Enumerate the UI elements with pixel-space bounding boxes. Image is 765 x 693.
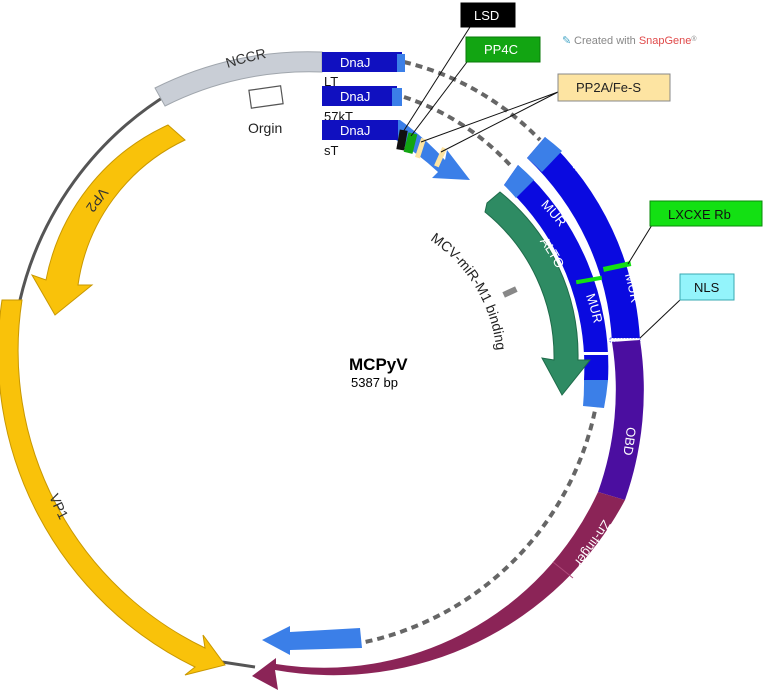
dnaj-st [322,120,398,140]
mur-lt-outer [527,137,640,342]
bottom-blue-arrow [262,626,362,655]
zn-divider [552,561,574,579]
mirna-label: MCV-miR-M1 binding [428,229,509,351]
mur-57kt-white-mark [582,352,608,355]
pp2a-mark-2 [434,147,447,168]
origin-label: Orgin [248,120,282,136]
pp4c-label: PP4C [484,42,518,57]
mur-57kt-start [504,165,534,198]
mur-57kt-end [583,380,608,408]
dnaj-lt-tail [397,54,405,72]
lt-label: LT [324,74,338,89]
dnaj-st-label: DnaJ [340,123,370,138]
pp2a-label: PP2A/Fe-S [576,80,641,95]
nls-label: NLS [694,280,720,295]
lsd-label: LSD [474,8,499,23]
bottom-intron-dash [364,399,599,644]
dnaj-lt [322,52,402,72]
dnaj-57kt [322,86,397,106]
lt-intron-dash [403,60,542,142]
mur-57kt [504,165,609,380]
vp2-arrow [30,124,186,316]
callout-lsd: LSD [402,2,516,133]
mur-lt-label-2: MUR [622,271,643,304]
zn-helicase-band [252,492,625,690]
snapgene-watermark: ✎ Created with SnapGene® [562,35,697,48]
plasmid-length: 5387 bp [351,375,398,390]
mur-lt-outer-start [527,137,562,172]
backbone-left [18,91,171,301]
dnaj-lt-label: DnaJ [340,55,370,70]
mirna-mark [502,286,518,298]
watermark-logo-icon: ✎ [562,35,571,47]
st-label: sT [324,143,339,158]
pp4c-mark [403,132,418,154]
callout-lxcxe: LXCXE Rb [627,200,763,265]
dnaj-57kt-tail [392,88,402,106]
obd-label: OBD [620,426,639,456]
origin-box [248,85,284,109]
backbone-bottom [221,660,256,669]
callout-pp4c: PP4C [410,36,541,137]
57kt-intron-dash [403,95,512,167]
callout-nls: NLS [639,273,735,339]
pp2a-mark-1 [415,137,426,159]
obd-band [598,340,644,500]
callout-pp2a: PP2A/Fe-S [420,73,671,153]
lxcxe-mark [602,261,632,272]
alto-arrow [484,191,592,396]
vp1-arrow [0,299,226,676]
watermark-text: Created with SnapGene® [574,35,697,48]
mur-57kt-green-mark [575,275,603,285]
plasmid-name: MCPyV [349,355,408,374]
dnaj-57kt-label: DnaJ [340,89,370,104]
lsd-mark [396,129,408,151]
lxcxe-label: LXCXE Rb [668,207,731,222]
